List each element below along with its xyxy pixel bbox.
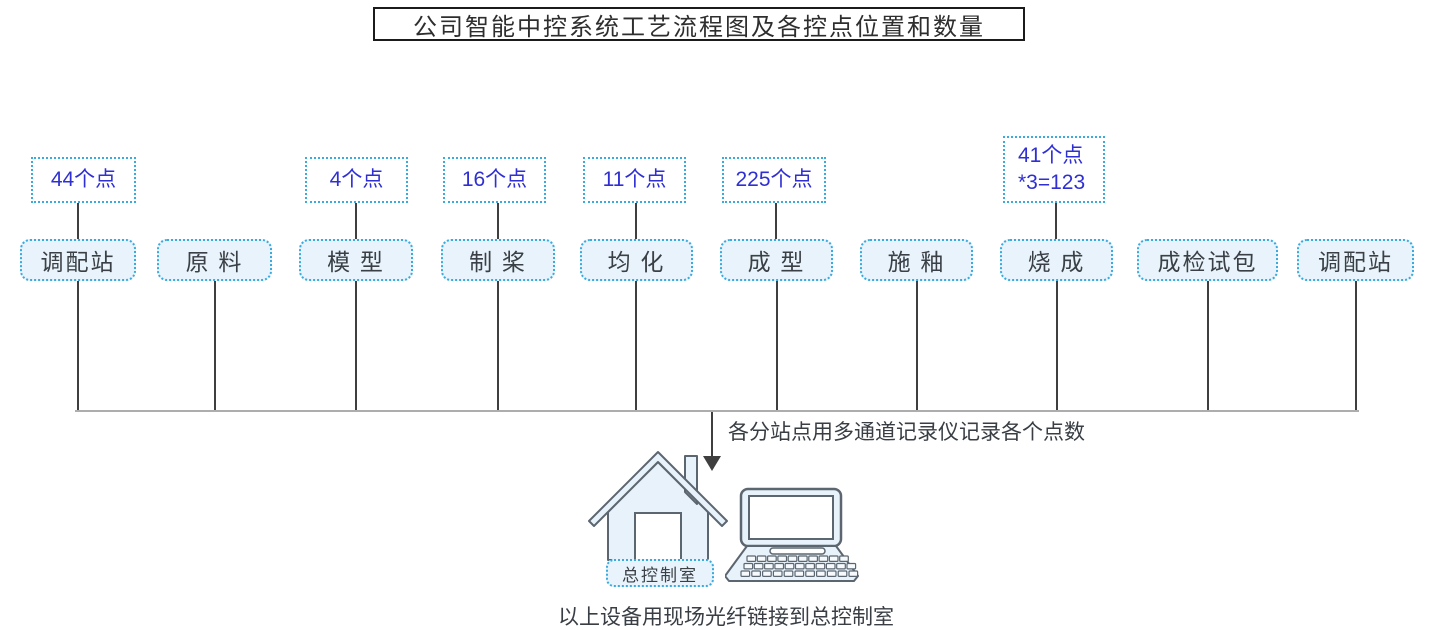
page-title: 公司智能中控系统工艺流程图及各控点位置和数量 [373,7,1025,41]
station-box-tiaopeizhan-1: 调配站 [20,239,136,281]
count-box-chengxing: 225个点 [722,157,826,203]
laptop-keyboard [740,555,859,578]
count-value: 11个点 [602,167,667,191]
down-arrow-line [711,412,713,457]
station-box-yuanliao: 原 料 [157,239,272,281]
count-value: 4个点 [329,167,384,191]
station-box-shiyou: 施 釉 [860,239,973,281]
station-box-moxing: 模 型 [299,239,413,281]
station-box-junhua: 均 化 [580,239,693,281]
count-value: 16个点 [461,167,528,191]
station-drop-line [497,281,499,410]
house-icon [588,451,728,561]
station-drop-line [916,281,918,410]
control-room-label: 总控制室 [606,559,714,587]
down-arrow-head [703,456,721,471]
count-box-shaocheng: 41个点 *3=123 [1003,136,1105,203]
station-drop-line [1355,281,1357,410]
station-drop-line [355,281,357,410]
count-value-line2: *3=123 [1018,170,1086,194]
bus-line [75,410,1359,412]
station-drop-line [77,281,79,410]
count-connector-line [355,203,357,239]
count-connector-line [1055,203,1057,239]
count-connector-line [775,203,777,239]
count-value: 225个点 [735,167,813,191]
count-value-line1: 41个点 [1018,144,1084,168]
station-box-shaocheng: 烧 成 [1000,239,1113,281]
station-box-tiaopeizhan-2: 调配站 [1297,239,1414,281]
station-drop-line [214,281,216,410]
station-drop-line [1056,281,1058,410]
bottom-note: 以上设备用现场光纤链接到总控制室 [558,605,894,629]
count-box-junhua: 11个点 [583,157,686,203]
count-connector-line [77,203,79,239]
station-box-chengxing: 成 型 [720,239,833,281]
count-box-moxing: 4个点 [305,157,408,203]
station-box-zhijiang: 制 桨 [441,239,555,281]
station-drop-line [635,281,637,410]
laptop-icon [725,487,859,582]
station-drop-line [776,281,778,410]
station-drop-line [1207,281,1209,410]
station-box-chengjianshibao: 成检试包 [1137,239,1278,281]
count-box-tiaopeizhan: 44个点 [31,157,136,203]
count-box-zhijiang: 16个点 [443,157,546,203]
bus-note: 各分站点用多通道记录仪记录各个点数 [728,420,1085,444]
count-connector-line [635,203,637,239]
count-value: 44个点 [50,167,117,191]
count-connector-line [497,203,499,239]
